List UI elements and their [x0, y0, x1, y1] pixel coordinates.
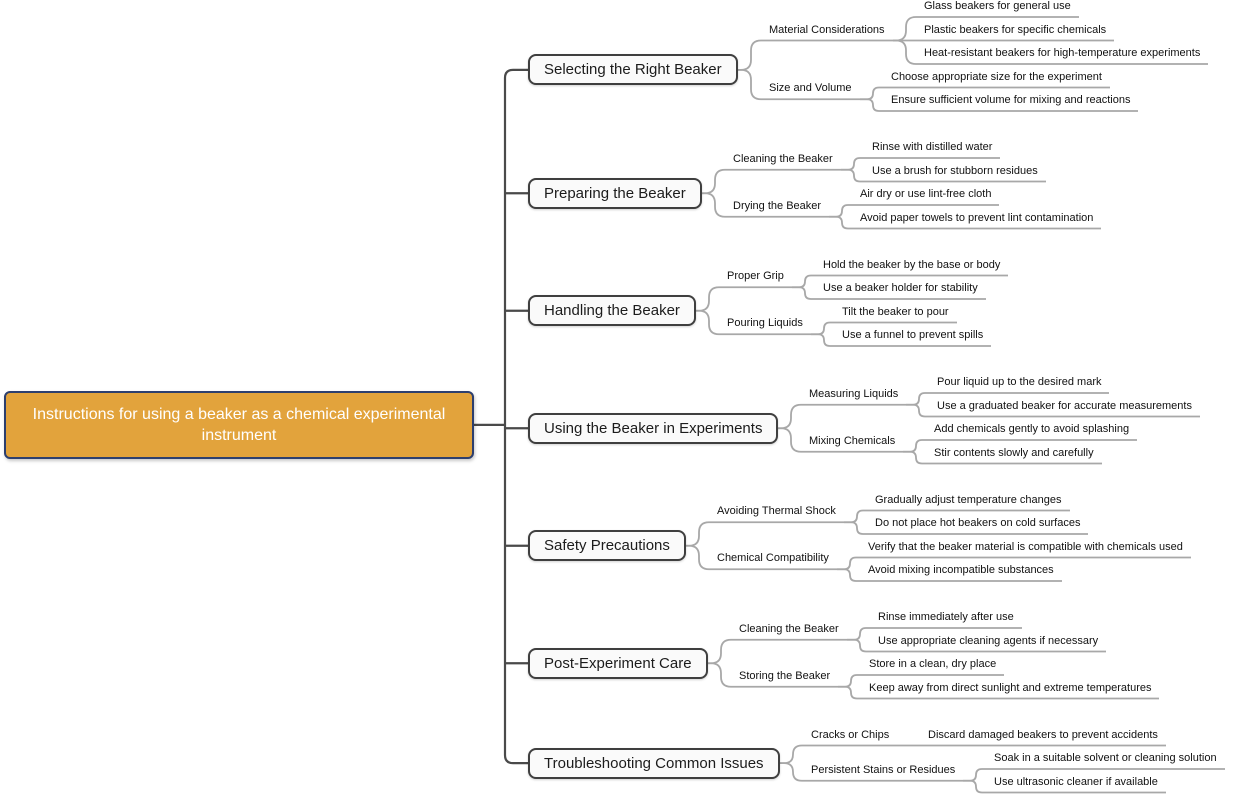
subtopic-node[interactable]: Mixing Chemicals	[809, 434, 896, 447]
leaf-node[interactable]: Use a beaker holder for stability	[823, 282, 978, 294]
leaf-node[interactable]: Use appropriate cleaning agents if neces…	[878, 634, 1099, 647]
leaf-node[interactable]: Stir contents slowly and carefully	[934, 446, 1094, 459]
leaf-node[interactable]: Rinse with distilled water	[872, 141, 993, 153]
branch-node[interactable]: Troubleshooting Common Issues	[528, 747, 780, 779]
leaf-node[interactable]: Use a brush for stubborn residues	[872, 164, 1038, 177]
leaf-node[interactable]: Avoid mixing incompatible substances	[868, 564, 1054, 576]
leaf-node[interactable]: Use a funnel to prevent spills	[842, 329, 984, 341]
leaf-node[interactable]: Choose appropriate size for the experime…	[891, 70, 1102, 83]
branch-node[interactable]: Preparing the Beaker	[528, 177, 702, 209]
subtopic-node[interactable]: Storing the Beaker	[739, 669, 831, 682]
leaf-node[interactable]: Rinse immediately after use	[878, 611, 1014, 623]
leaf-node[interactable]: Verify that the beaker material is compa…	[868, 540, 1183, 553]
subtopic-node[interactable]: Material Considerations	[769, 23, 885, 36]
branch-node[interactable]: Using the Beaker in Experiments	[528, 412, 779, 444]
leaf-node[interactable]: Glass beakers for general use	[924, 0, 1071, 12]
leaf-node[interactable]: Do not place hot beakers on cold surface…	[875, 517, 1081, 529]
leaf-node[interactable]: Ensure sufficient volume for mixing and …	[891, 94, 1131, 106]
leaf-node[interactable]: Use a graduated beaker for accurate meas…	[937, 399, 1192, 412]
leaf-node[interactable]: Tilt the beaker to pour	[842, 305, 949, 318]
subtopic-node[interactable]: Cleaning the Beaker	[733, 152, 833, 165]
subtopic-node[interactable]: Pouring Liquids	[727, 317, 803, 330]
leaf-node[interactable]: Air dry or use lint-free cloth	[860, 188, 992, 200]
root-node[interactable]: Instructions for using a beaker as a che…	[4, 390, 474, 459]
subtopic-node[interactable]: Measuring Liquids	[809, 387, 899, 400]
subtopic-node[interactable]: Proper Grip	[727, 270, 784, 283]
leaf-node[interactable]: Discard damaged beakers to prevent accid…	[928, 728, 1158, 741]
leaf-node[interactable]: Plastic beakers for specific chemicals	[924, 23, 1107, 36]
subtopic-node[interactable]: Drying the Beaker	[733, 199, 822, 212]
leaf-node[interactable]: Hold the beaker by the base or body	[823, 258, 1001, 271]
branch-node[interactable]: Post-Experiment Care	[528, 647, 708, 679]
subtopic-node[interactable]: Cracks or Chips	[811, 728, 890, 741]
leaf-node[interactable]: Use ultrasonic cleaner if available	[994, 775, 1158, 788]
branch-node[interactable]: Handling the Beaker	[528, 295, 696, 327]
subtopic-node[interactable]: Chemical Compatibility	[717, 552, 829, 565]
subtopic-node[interactable]: Persistent Stains or Residues	[811, 763, 956, 776]
subtopic-node[interactable]: Cleaning the Beaker	[739, 622, 839, 635]
leaf-node[interactable]: Add chemicals gently to avoid splashing	[934, 423, 1130, 435]
subtopic-node[interactable]: Size and Volume	[769, 82, 852, 95]
branch-node[interactable]: Selecting the Right Beaker	[528, 54, 738, 86]
branch-node[interactable]: Safety Precautions	[528, 530, 686, 562]
leaf-node[interactable]: Heat-resistant beakers for high-temperat…	[924, 47, 1201, 59]
leaf-node[interactable]: Store in a clean, dry place	[869, 658, 997, 670]
leaf-node[interactable]: Soak in a suitable solvent or cleaning s…	[994, 752, 1217, 764]
leaf-node[interactable]: Avoid paper towels to prevent lint conta…	[860, 211, 1094, 224]
leaf-node[interactable]: Gradually adjust temperature changes	[875, 493, 1062, 506]
subtopic-node[interactable]: Avoiding Thermal Shock	[717, 505, 836, 518]
leaf-node[interactable]: Keep away from direct sunlight and extre…	[869, 681, 1152, 694]
leaf-node[interactable]: Pour liquid up to the desired mark	[937, 376, 1102, 388]
